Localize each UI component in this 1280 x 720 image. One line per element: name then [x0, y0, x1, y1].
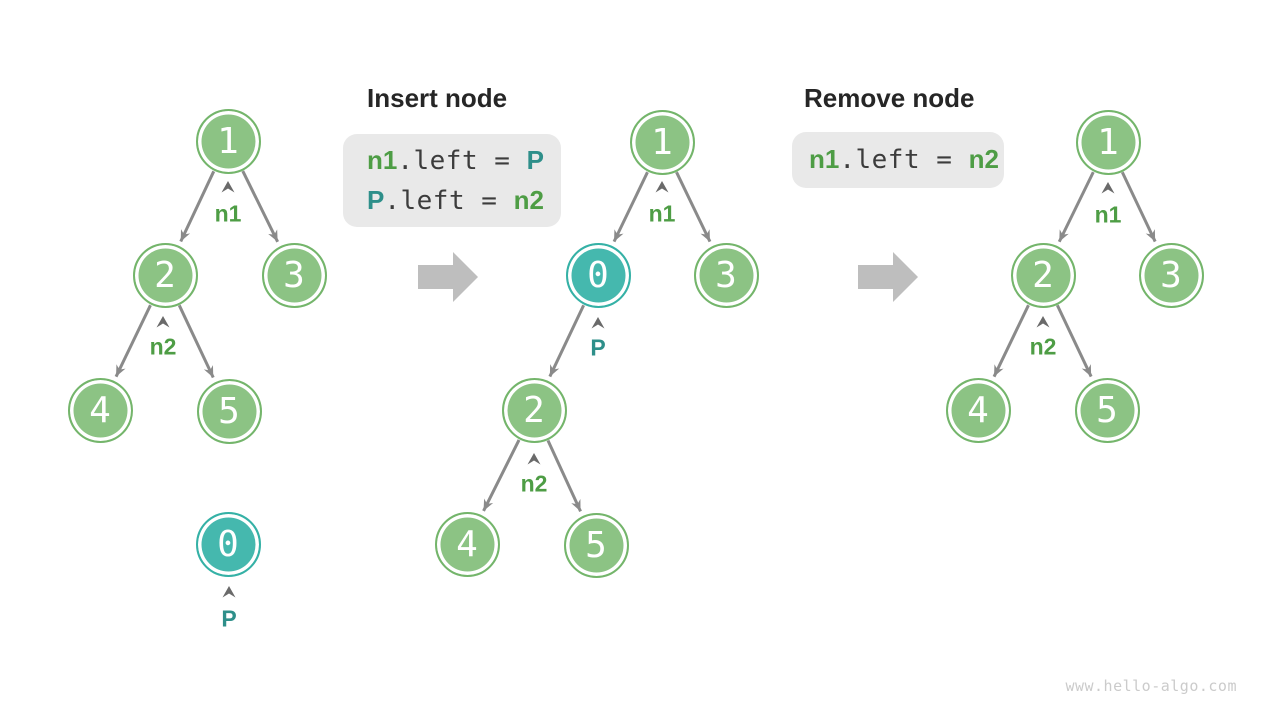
node-value: 1: [1097, 121, 1119, 163]
node-value: 2: [1032, 254, 1054, 296]
tree-edge: [177, 304, 215, 379]
pointer-caret: [1036, 316, 1050, 328]
node-value: 5: [1096, 389, 1118, 431]
tree-node-2: 2: [1010, 242, 1076, 308]
tree-node-5: 5: [1074, 377, 1140, 443]
pointer-caret: [655, 181, 669, 193]
tree-node-3: 3: [261, 242, 327, 308]
pointer-caret: [527, 453, 541, 465]
code-text: .left =: [384, 185, 514, 216]
code-text: .left =: [839, 145, 969, 175]
code-line: n1.left = P: [367, 141, 561, 181]
tree-edge: [1057, 171, 1095, 243]
transition-arrow: [858, 252, 918, 302]
tree-node-1: 1: [629, 109, 695, 175]
code-variable-n1: n1: [367, 144, 398, 175]
pointer-caret: [1101, 182, 1115, 194]
tree-node-3: 3: [1138, 242, 1204, 308]
node-value: 3: [715, 254, 737, 296]
tree-edge: [675, 171, 712, 243]
code-text: .left =: [397, 145, 527, 176]
tree-node-0: 0: [565, 242, 631, 308]
node-value: 5: [585, 524, 607, 566]
node-value: 0: [587, 254, 609, 296]
tree-node-4: 4: [434, 511, 500, 577]
node-value: 5: [218, 390, 240, 432]
section-title-insert: Insert node: [367, 83, 508, 113]
code-variable-P: P: [526, 144, 544, 175]
code-line: n1.left = n2: [809, 140, 1004, 180]
tree-node-4: 4: [945, 377, 1011, 443]
code-variable-n1: n1: [809, 144, 840, 174]
pointer-label-n1: n1: [214, 200, 242, 227]
tree-edge: [1120, 171, 1157, 243]
tree-edge: [992, 304, 1030, 378]
code-variable-P: P: [367, 184, 385, 215]
tree-node-2: 2: [132, 242, 198, 308]
tree-edge: [241, 170, 279, 243]
tree-node-4: 4: [67, 377, 133, 443]
pointer-caret: [221, 181, 235, 193]
tree-edge: [482, 439, 521, 512]
node-value: 4: [89, 389, 111, 431]
node-value: 4: [967, 389, 989, 431]
transition-arrow: [418, 252, 478, 302]
code-variable-n2: n2: [968, 144, 999, 174]
node-value: 4: [456, 523, 478, 565]
pointer-label-n2: n2: [149, 333, 177, 360]
code-variable-n2: n2: [513, 184, 544, 215]
pointer-caret: [591, 317, 605, 329]
pointer-label-n2: n2: [520, 470, 548, 497]
tree-node-0: 0: [195, 511, 261, 577]
pointer-label-n2: n2: [1029, 333, 1057, 360]
tree-node-1: 1: [1075, 109, 1141, 175]
pointer-label-P: P: [221, 605, 237, 632]
tree-edge: [548, 304, 586, 378]
tree-edge: [1055, 304, 1093, 378]
tree-node-2: 2: [501, 377, 567, 443]
pointer-label-n1: n1: [648, 200, 676, 227]
node-value: 3: [283, 254, 305, 296]
node-value: 1: [217, 120, 239, 162]
code-line: P.left = n2: [367, 181, 561, 221]
node-value: 0: [217, 523, 239, 565]
tree-edge: [179, 170, 216, 243]
code-box-remove: n1.left = n2: [792, 132, 1004, 188]
tree-edge: [114, 304, 152, 378]
node-value: 2: [523, 389, 545, 431]
tree-node-5: 5: [196, 378, 262, 444]
tree-node-3: 3: [693, 242, 759, 308]
tree-node-5: 5: [563, 512, 629, 578]
tree-node-1: 1: [195, 108, 261, 174]
pointer-caret: [222, 586, 236, 598]
node-value: 1: [651, 121, 673, 163]
watermark: www.hello-algo.com: [1065, 677, 1237, 695]
pointer-label-P: P: [590, 334, 606, 361]
pointer-caret: [156, 316, 170, 328]
section-title-remove: Remove node: [804, 83, 975, 113]
node-value: 2: [154, 254, 176, 296]
tree-edge: [546, 439, 582, 513]
tree-edge: [612, 171, 649, 243]
pointer-label-n1: n1: [1094, 201, 1122, 228]
node-value: 3: [1160, 254, 1182, 296]
